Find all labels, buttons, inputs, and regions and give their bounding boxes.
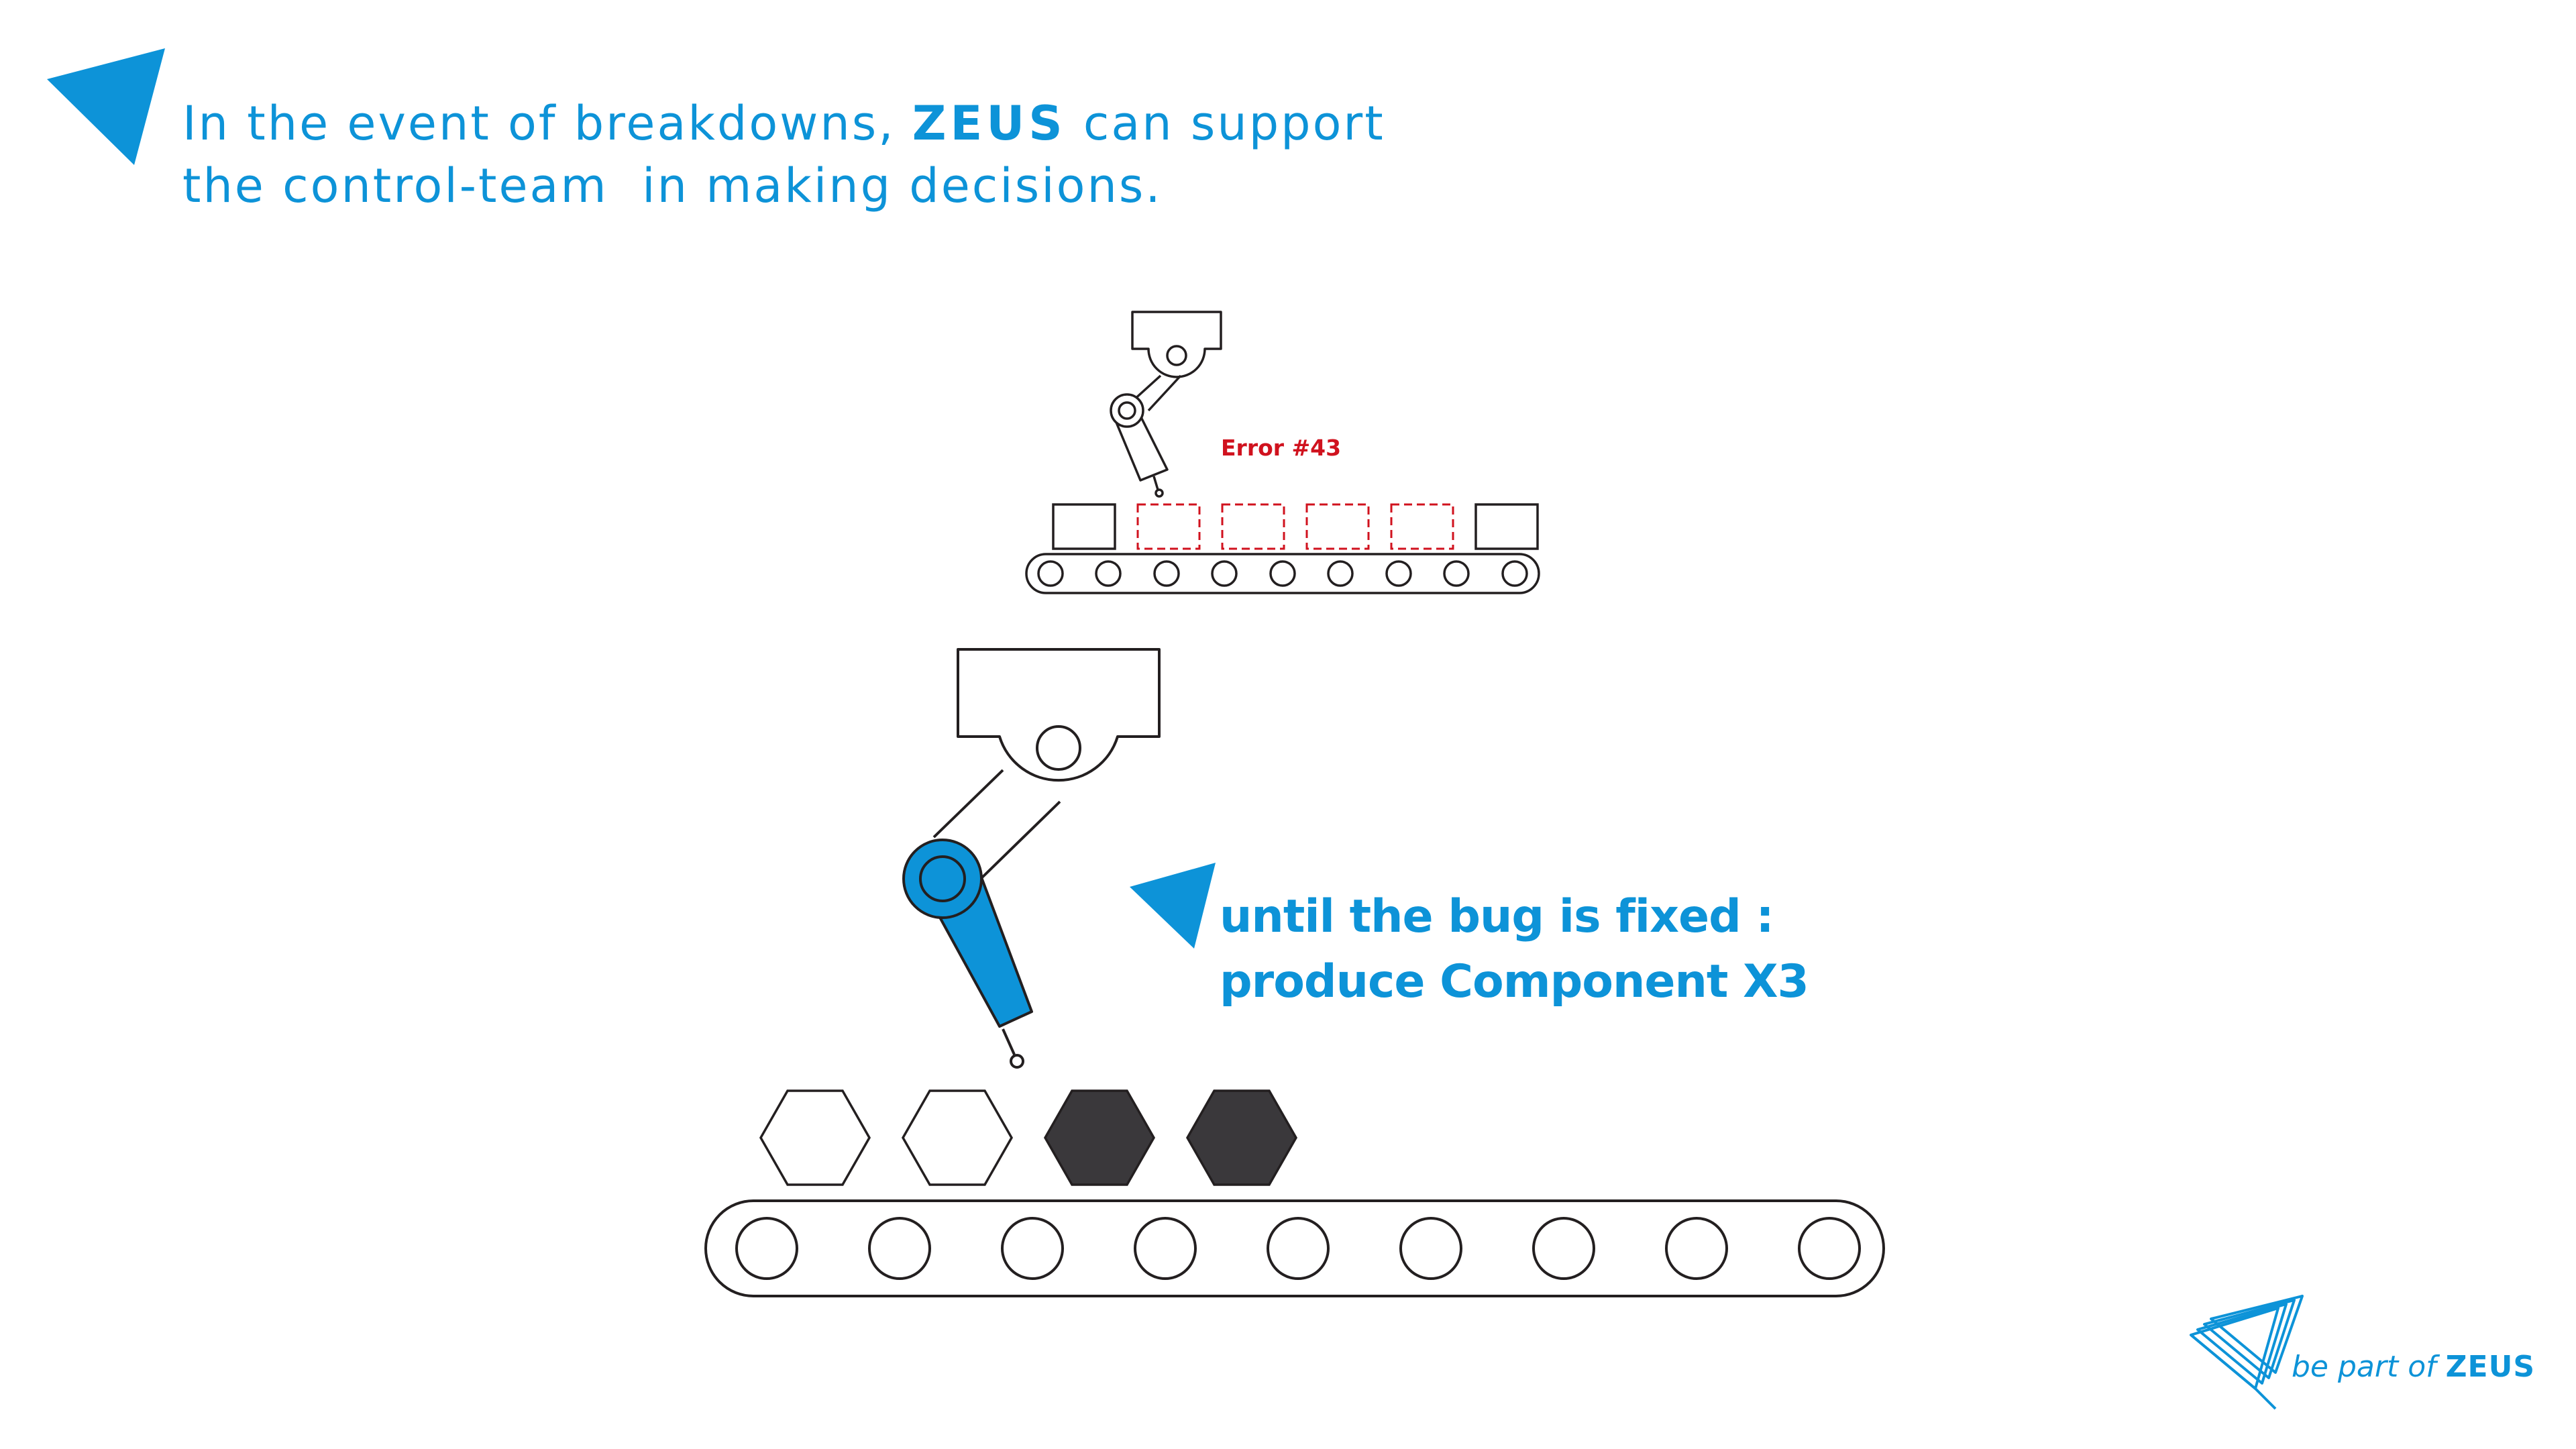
- hexagon-component-dark: [1043, 1089, 1156, 1186]
- large-conveyor-belt: [704, 1199, 1885, 1297]
- hexagon-component-light: [759, 1089, 871, 1186]
- component-box: [1052, 503, 1116, 550]
- small-conveyor-belt: [1025, 553, 1540, 594]
- missing-component-box: [1136, 503, 1201, 550]
- hexagon-component-light: [901, 1089, 1014, 1186]
- footer-tagline: be part of ZEUS: [2292, 1350, 2535, 1384]
- tagline-brand: ZEUS: [2445, 1350, 2536, 1384]
- headline-line2: the control-team in making decisions.: [182, 158, 1163, 213]
- missing-component-box: [1221, 503, 1285, 550]
- callout-line1: until the bug is fixed :: [1220, 890, 1774, 943]
- zeus-logo-icon: [2190, 1295, 2304, 1410]
- headline-brand: ZEUS: [912, 96, 1067, 151]
- tagline-prefix: be part of: [2292, 1350, 2436, 1384]
- zeus-triangle-icon: [47, 48, 165, 165]
- hexagon-component-dark: [1185, 1089, 1298, 1186]
- large-robot-arm: [902, 648, 1161, 1069]
- error-label: Error #43: [1221, 435, 1342, 461]
- headline: In the event of breakdowns, ZEUS can sup…: [182, 93, 1385, 217]
- missing-component-box: [1305, 503, 1370, 550]
- callout: until the bug is fixed : produce Compone…: [1220, 884, 1809, 1014]
- headline-line1-suffix: can support: [1083, 96, 1385, 151]
- zeus-triangle-icon: [1130, 863, 1216, 949]
- component-box: [1474, 503, 1539, 550]
- small-robot-arm: [1110, 311, 1222, 498]
- callout-line2: produce Component X3: [1220, 955, 1809, 1008]
- hexagon-components: [759, 1089, 1298, 1186]
- small-conveyor-items: [1052, 503, 1539, 550]
- headline-line1-prefix: In the event of breakdowns,: [182, 96, 896, 151]
- missing-component-box: [1390, 503, 1454, 550]
